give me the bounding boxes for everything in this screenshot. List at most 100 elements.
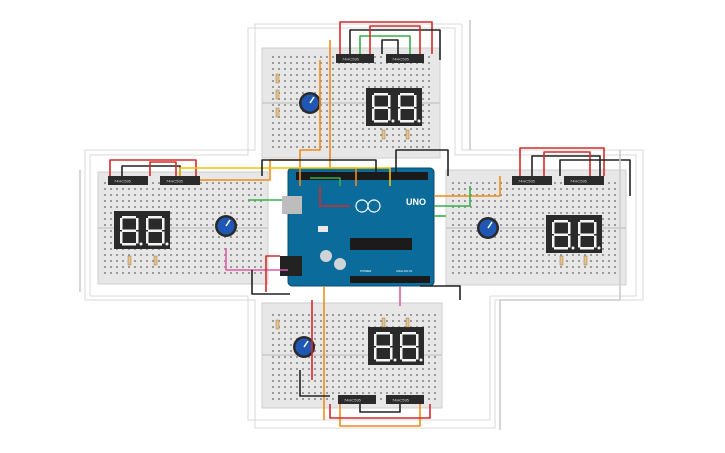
segment — [568, 235, 571, 248]
segment — [580, 233, 594, 236]
seven-segment-displays — [114, 88, 602, 365]
segment — [374, 334, 377, 346]
power-label: POWER — [360, 269, 372, 273]
chip-bottom-1: 74HC595 — [338, 395, 376, 404]
chip-left-2: 74HC595 — [160, 176, 200, 185]
chip-left-1: 74HC595 — [108, 176, 148, 185]
decimal-point — [571, 246, 575, 250]
decimal-point — [391, 119, 395, 123]
wires — [79, 20, 631, 430]
segment — [372, 95, 375, 107]
segment — [120, 231, 123, 244]
segment — [400, 347, 403, 360]
segment — [162, 218, 165, 230]
segment — [148, 216, 162, 219]
segment — [120, 218, 123, 230]
chip-right-1: 74HC595 — [512, 176, 552, 185]
resistor-icon — [405, 317, 410, 328]
segment — [580, 220, 594, 223]
atmega-chip — [350, 238, 412, 250]
breadboard-left — [97, 171, 269, 285]
segment — [402, 345, 416, 348]
segment — [122, 243, 136, 246]
segment — [372, 108, 375, 121]
segment — [398, 108, 401, 121]
segment — [594, 222, 597, 234]
chip-right-2: 74HC595 — [564, 176, 604, 185]
segment — [400, 106, 414, 109]
display-bottom — [368, 327, 424, 365]
decimal-point — [597, 246, 601, 250]
segment — [376, 345, 390, 348]
segment — [390, 334, 393, 346]
segment — [568, 222, 571, 234]
potentiometer-top — [299, 92, 321, 114]
power-jack — [280, 256, 302, 276]
resistor-icon — [275, 73, 280, 84]
chip-label: 74HC595 — [342, 57, 360, 62]
segment — [400, 120, 414, 123]
segment — [374, 120, 388, 123]
segment — [414, 108, 417, 121]
segment — [578, 235, 581, 248]
capacitor-1 — [320, 250, 332, 262]
segment — [398, 95, 401, 107]
segment — [148, 229, 162, 232]
segment — [122, 216, 136, 219]
segment — [402, 332, 416, 335]
resistor-icon — [275, 89, 280, 100]
chip-label: 74HC595 — [114, 179, 132, 184]
segment — [122, 229, 136, 232]
chip-label: 74HC595 — [392, 57, 410, 62]
segment — [552, 222, 555, 234]
segment — [136, 218, 139, 230]
resistor-icon — [275, 319, 280, 330]
segment — [374, 93, 388, 96]
resistor-icon — [381, 129, 386, 140]
potentiometer-bottom — [293, 336, 315, 358]
resistor-icon — [559, 255, 564, 266]
potentiometer-right — [477, 217, 499, 239]
chip-top-1: 74HC595 — [336, 54, 374, 63]
resistor-icon — [153, 255, 158, 266]
resistor-icon — [583, 255, 588, 266]
segment — [146, 218, 149, 230]
chip-label: 74HC595 — [392, 398, 410, 403]
segment — [146, 231, 149, 244]
decimal-point — [417, 119, 421, 123]
segment — [416, 334, 419, 346]
chip-label: 74HC595 — [166, 179, 184, 184]
segment — [552, 235, 555, 248]
capacitor-2 — [334, 258, 346, 270]
resistor-icon — [275, 107, 280, 118]
segment — [414, 95, 417, 107]
segment — [376, 332, 390, 335]
segment — [400, 93, 414, 96]
resistor-icon — [405, 129, 410, 140]
segment — [376, 359, 390, 362]
segment — [374, 347, 377, 360]
segment — [402, 359, 416, 362]
chip-top-2: 74HC595 — [386, 54, 424, 63]
segment — [388, 95, 391, 107]
arduino-logo: UNO — [406, 197, 426, 207]
segment — [578, 222, 581, 234]
segment — [136, 231, 139, 244]
chip-bottom-2: 74HC595 — [386, 395, 424, 404]
arduino-uno-board: UNO POWER ANALOG IN — [280, 167, 435, 287]
board-outlines — [84, 23, 644, 429]
segment — [390, 347, 393, 360]
segment — [400, 334, 403, 346]
decimal-point — [139, 242, 143, 246]
segment — [554, 233, 568, 236]
segment — [554, 247, 568, 250]
segment — [162, 231, 165, 244]
potentiometer-left — [215, 215, 237, 237]
display-left — [114, 211, 170, 249]
display-right — [546, 215, 602, 253]
decimal-point — [393, 358, 397, 362]
segment — [594, 235, 597, 248]
display-top — [366, 88, 422, 126]
chip-label: 74HC595 — [518, 179, 536, 184]
